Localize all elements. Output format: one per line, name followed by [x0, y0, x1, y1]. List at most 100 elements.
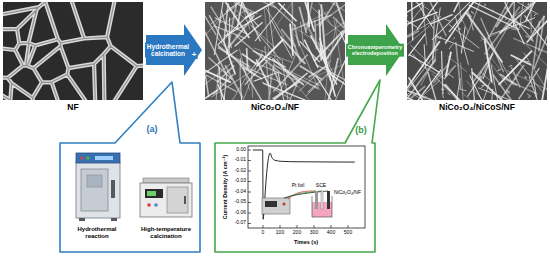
- callout-bubble: [60, 82, 200, 252]
- nanoneedle: [407, 88, 435, 100]
- nanoflake: [487, 32, 488, 35]
- nanoflake: [448, 93, 450, 95]
- nanoneedle: [524, 15, 547, 65]
- nanoflake: [511, 29, 516, 30]
- nanoneedle: [330, 2, 345, 13]
- axis-tick: [248, 202, 251, 203]
- nanoneedle: [461, 27, 465, 54]
- nanoflake: [444, 18, 451, 21]
- axis-tick: [331, 225, 332, 228]
- nanoflake: [471, 11, 474, 13]
- axis-tick: [314, 225, 315, 228]
- nanoflake: [525, 36, 530, 40]
- axis-tick: [248, 213, 251, 214]
- panel-label: NF: [67, 103, 78, 113]
- nanoneedle: [281, 29, 295, 47]
- nanoflake: [437, 36, 441, 39]
- nanoneedle: [251, 61, 298, 81]
- nanoflake: [534, 14, 536, 16]
- nanoflake: [449, 44, 453, 49]
- nanoneedle: [234, 2, 258, 27]
- nanoneedle: [239, 58, 241, 78]
- arrow-label: Hydrothermal calcination: [145, 43, 191, 58]
- nanoneedle: [513, 2, 514, 27]
- axis-tick-label: -0.02: [235, 168, 246, 174]
- foam-skeleton: [3, 2, 143, 100]
- nanoneedle: [330, 74, 345, 85]
- nanoneedle: [491, 89, 493, 100]
- current-time-chart: [248, 146, 365, 228]
- nanoneedle: [481, 18, 504, 72]
- axis-tick-label: -0.07: [235, 220, 246, 226]
- nanoneedle: [271, 3, 291, 33]
- nanoneedle: [306, 78, 325, 96]
- current-curve: [253, 150, 355, 219]
- nanoneedle: [299, 7, 306, 33]
- nanoneedle: [309, 61, 345, 79]
- sem-panel: NF: [3, 2, 143, 118]
- process-arrow: [146, 24, 202, 76]
- nanoneedle: [469, 5, 519, 30]
- nanoneedle: [459, 2, 462, 22]
- nanoflake: [492, 10, 493, 12]
- nanoneedle: [530, 2, 532, 33]
- nanoneedle: [524, 52, 547, 100]
- axis-tick-label: 0: [262, 230, 265, 236]
- axis-tick-label: -0.01: [235, 157, 246, 163]
- hydrothermal-oven-icon: [76, 153, 120, 221]
- axis-tick: [248, 171, 251, 172]
- nanoflake: [442, 93, 443, 98]
- nanoneedle: [538, 66, 547, 100]
- nanoneedle: [300, 41, 320, 62]
- plus-sign: +: [191, 50, 198, 59]
- nanoneedle: [324, 11, 345, 36]
- nanoneedle: [500, 74, 517, 85]
- nanoneedle: [301, 12, 328, 26]
- nanoneedle: [318, 43, 337, 81]
- nanoneedle: [205, 4, 216, 35]
- nanoneedle: [215, 61, 219, 100]
- axis-tick-label: 0.00: [236, 147, 246, 153]
- nanoneedle: [270, 73, 271, 95]
- nanoneedle: [428, 72, 437, 100]
- nanoflake: [459, 89, 466, 91]
- nanoneedle: [324, 12, 345, 62]
- nanoneedle: [513, 38, 547, 53]
- nanoneedle: [224, 10, 246, 24]
- nanoneedle: [206, 76, 209, 97]
- nanoneedle: [292, 78, 313, 100]
- callout-bubble: [215, 80, 380, 252]
- nanoneedle: [515, 58, 543, 93]
- nanoflake: [515, 78, 517, 80]
- nanoflake: [445, 75, 448, 78]
- nanoflake: [503, 15, 507, 20]
- nanoneedle: [422, 2, 427, 45]
- nanoneedle: [242, 50, 262, 100]
- foam-texture: [3, 2, 143, 100]
- equipment-label: Hydrothermal reaction: [67, 226, 127, 240]
- nanoneedle: [266, 8, 284, 37]
- equipment-label: High-temperature calcination: [135, 226, 197, 240]
- nanoneedle: [519, 2, 524, 28]
- nanoneedle: [307, 25, 326, 62]
- needle-flake-texture: [407, 2, 547, 100]
- electrode-label: SCE: [316, 183, 326, 189]
- axis-tick-label: 500: [344, 230, 352, 236]
- nanoneedle: [472, 54, 493, 84]
- nanoflake: [469, 15, 472, 17]
- axis-tick-label: 400: [327, 230, 335, 236]
- nanoneedle: [316, 76, 334, 100]
- nanoneedle: [454, 2, 464, 12]
- nanoflake: [407, 93, 410, 96]
- nanoneedle: [466, 81, 482, 100]
- nanoneedle: [517, 2, 538, 15]
- callout-box: (b): [215, 78, 375, 253]
- nanoneedle: [408, 34, 425, 56]
- nanoneedle: [268, 4, 274, 54]
- nanoneedle: [407, 41, 440, 92]
- axis-title: Times (s): [294, 239, 318, 245]
- nanoneedle: [456, 42, 461, 89]
